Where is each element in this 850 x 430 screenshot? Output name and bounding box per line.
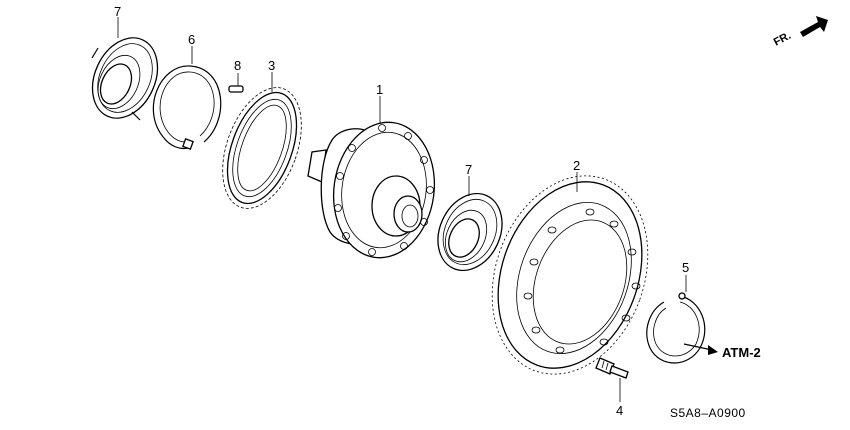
callout-6: 6	[188, 32, 195, 47]
callout-1: 1	[376, 82, 383, 97]
front-arrow-icon	[800, 16, 828, 37]
atm-reference-label: ATM-2	[722, 345, 761, 360]
callout-5: 5	[682, 260, 689, 275]
bearing-left-part	[91, 37, 159, 121]
snap-ring-right-part	[646, 292, 706, 364]
differential-case-part	[307, 121, 436, 259]
atm-reference	[683, 343, 718, 355]
callout-7-right: 7	[465, 162, 472, 177]
callout-8: 8	[234, 58, 241, 73]
bearing-right-part	[437, 192, 503, 272]
callout-3: 3	[268, 58, 275, 73]
final-gear-part	[491, 175, 649, 375]
callout-7-left: 7	[114, 4, 121, 19]
callout-4: 4	[616, 403, 623, 418]
drawing-code: S5A8–A0900	[670, 406, 746, 420]
pin-part	[228, 85, 244, 93]
callout-2: 2	[573, 158, 580, 173]
snap-ring-large-part	[152, 65, 222, 150]
direction-label: FR.	[772, 30, 793, 49]
ring-gear-small-part	[222, 87, 302, 209]
bolt-part	[595, 357, 629, 379]
